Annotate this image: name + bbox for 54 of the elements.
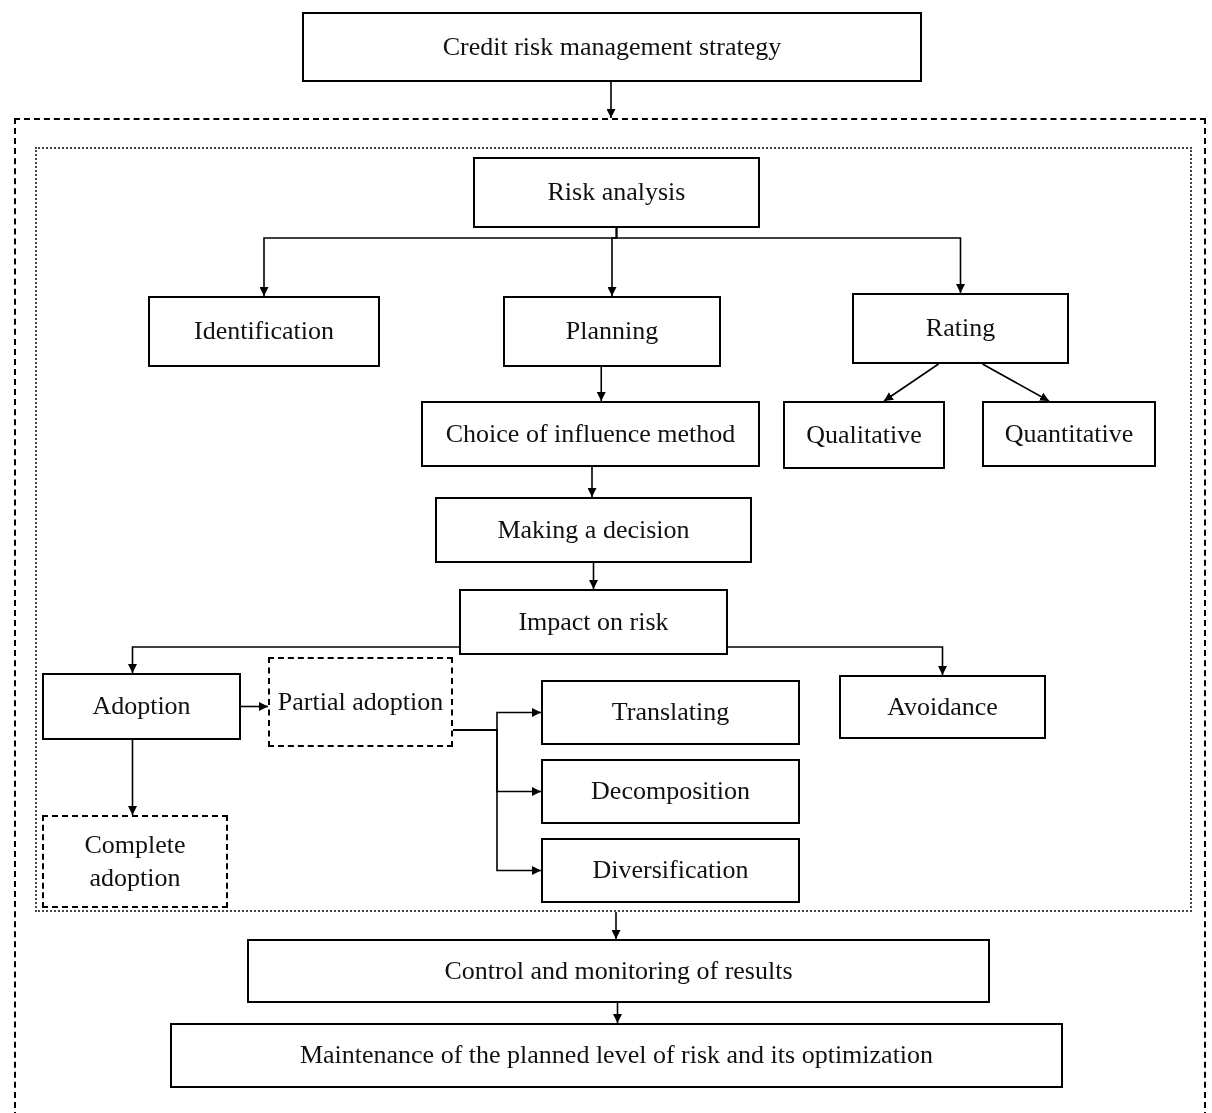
box-label: Credit risk management strategy: [442, 30, 782, 63]
process-box: [247, 939, 990, 1003]
arrow: [452, 729, 542, 875]
process-box: [503, 296, 721, 367]
process-box: [302, 12, 922, 82]
dashed-box: [268, 657, 453, 747]
process-box: [783, 401, 945, 469]
process-box: [42, 673, 241, 740]
box-label: Control and monitoring of results: [444, 954, 793, 987]
arrow: [611, 911, 621, 940]
process-box: [541, 680, 800, 745]
arrow: [589, 562, 598, 590]
box-label: Diversification: [592, 854, 749, 887]
arrow: [240, 702, 269, 711]
box-label: Identification: [193, 315, 335, 348]
process-box: [541, 759, 800, 824]
arrow: [128, 739, 137, 816]
arrow: [587, 466, 597, 498]
box-label: Making a decision: [497, 513, 690, 546]
process-box: [852, 293, 1069, 364]
box-label: Planning: [565, 315, 659, 348]
arrow: [613, 1002, 622, 1024]
dashed-region: [14, 118, 1206, 1113]
process-box: [541, 838, 800, 903]
process-box: [148, 296, 380, 367]
box-label: Avoidance: [887, 690, 998, 723]
process-box: [435, 497, 752, 563]
box-label: Choice of influence method: [445, 417, 736, 450]
arrow: [596, 366, 606, 402]
arrow: [128, 646, 460, 674]
box-label: Maintenance of the planned level of risk and its optimization: [299, 1039, 934, 1072]
process-box: [170, 1023, 1063, 1088]
box-label: Risk analysis: [547, 176, 686, 209]
box-label: Quantitative: [1004, 417, 1134, 450]
arrow: [981, 363, 1050, 402]
arrow: [615, 227, 965, 294]
arrow: [883, 363, 940, 402]
process-box: [421, 401, 760, 467]
dotted-region: [35, 147, 1192, 912]
box-label: Complete adoption: [83, 829, 187, 894]
box-label: Qualitative: [806, 418, 922, 451]
box-label: Rating: [925, 312, 996, 345]
process-box: [839, 675, 1046, 739]
box-label: Decomposition: [591, 775, 750, 808]
arrow: [727, 646, 947, 676]
box-label: Impact on risk: [518, 605, 669, 638]
box-label: Adoption: [92, 690, 191, 723]
box-label: Partial adoption: [277, 685, 444, 718]
process-box: [473, 157, 760, 228]
process-box: [459, 589, 728, 655]
process-box: [982, 401, 1156, 467]
box-label: Translating: [611, 696, 730, 729]
dashed-box: [42, 815, 228, 908]
arrow: [606, 81, 616, 119]
